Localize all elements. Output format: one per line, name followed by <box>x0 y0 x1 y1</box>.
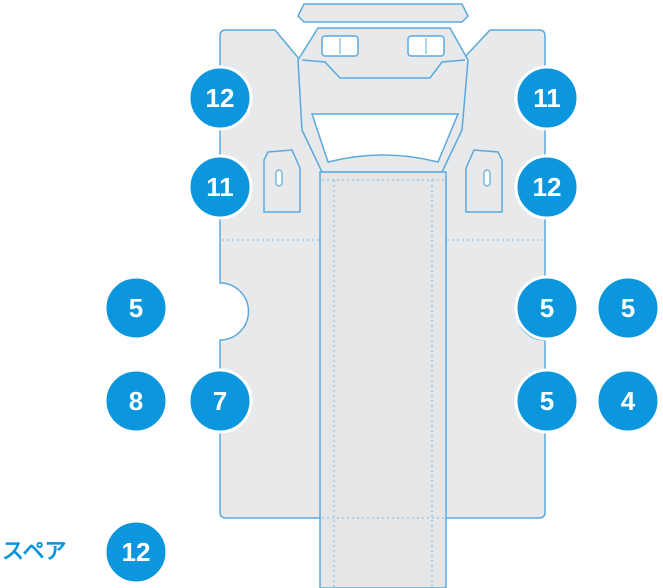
badge-mid-right-outer: 5 <box>595 275 661 341</box>
badge-second-right: 12 <box>514 154 580 220</box>
badge-label: 12 <box>122 537 151 567</box>
badge-label: 5 <box>540 386 554 416</box>
right-tab-slot <box>483 169 491 187</box>
badge-label: 8 <box>129 386 143 416</box>
badge-label: 7 <box>213 386 227 416</box>
badge-mid-right-inner: 5 <box>514 275 580 341</box>
badge-top-left: 12 <box>187 65 253 131</box>
spare-label: スペア <box>2 540 66 565</box>
badge-label: 5 <box>621 293 635 323</box>
badge-top-right: 11 <box>514 65 580 131</box>
badge-label: 12 <box>533 172 562 202</box>
badge-spare: 12 <box>103 519 169 585</box>
badge-label: 11 <box>533 83 561 113</box>
visor-piece <box>297 3 469 23</box>
badge-label: 12 <box>206 83 235 113</box>
badge-label: 5 <box>129 293 143 323</box>
badge-low-left-inner: 7 <box>187 368 253 434</box>
badge-low-right-inner: 5 <box>514 368 580 434</box>
badge-second-left: 11 <box>187 154 253 220</box>
center-strip <box>319 171 447 588</box>
head-inner-line <box>301 59 466 79</box>
left-tab-slot <box>275 169 283 187</box>
badge-label: 11 <box>206 172 234 202</box>
badge-label: 4 <box>621 386 636 416</box>
badge-mid-outer-left: 5 <box>103 275 169 341</box>
mouth-cutout <box>310 113 460 163</box>
badge-low-outer-left: 8 <box>103 368 169 434</box>
badge-label: 5 <box>540 293 554 323</box>
badge-low-right-outer: 4 <box>595 368 661 434</box>
